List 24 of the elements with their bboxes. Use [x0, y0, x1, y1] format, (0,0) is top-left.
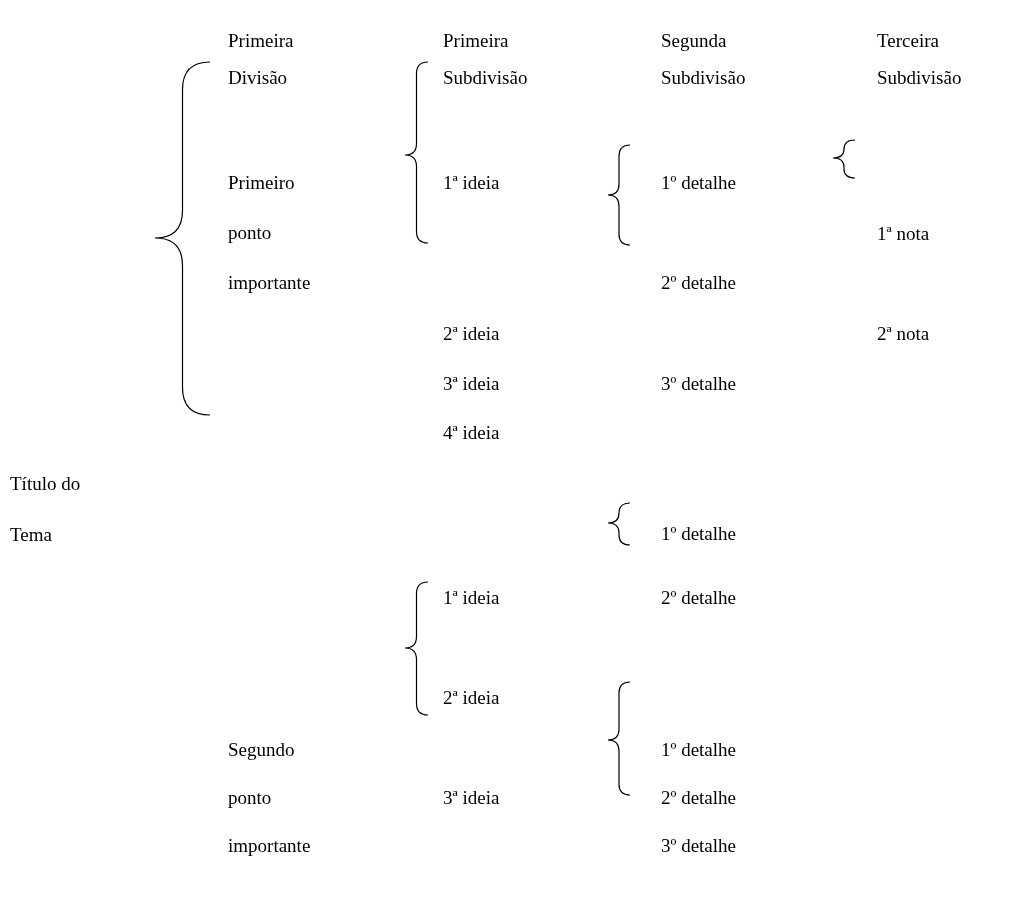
outline-text: 3º detalhe — [661, 834, 736, 858]
outline-text: 1ª ideia — [443, 586, 500, 610]
outline-text: Segundo ponto importante — [228, 738, 312, 858]
outline-text: Título do Tema — [10, 471, 82, 547]
outline-text: 1º detalhe — [661, 522, 736, 546]
outline-text: 3ª ideia — [443, 372, 500, 396]
outline-text: 3ª ideia — [443, 786, 500, 810]
outline-text: 3º detalhe — [661, 372, 736, 396]
outline-text: Primeiro ponto importante — [228, 171, 312, 295]
outline-text: Primeira Subdivisão — [443, 28, 529, 90]
outline-text: Segunda Subdivisão — [661, 28, 747, 90]
outline-text: Terceira Subdivisão — [877, 28, 963, 90]
outline-text: 2ª ideia — [443, 686, 500, 710]
outline-text: 2º detalhe — [661, 586, 736, 610]
outline-text: 1ª nota — [877, 222, 930, 246]
outline-text: 2ª ideia — [443, 322, 500, 346]
outline-text: Primeira Divisão — [228, 28, 295, 90]
outline-text: 2ª nota — [877, 322, 930, 346]
outline-text: 1º detalhe — [661, 738, 736, 762]
outline-text: 2º detalhe — [661, 786, 736, 810]
outline-text: 1º detalhe — [661, 171, 736, 195]
outline-text: 4ª ideia — [443, 421, 500, 445]
outline-text: 1ª ideia — [443, 171, 500, 195]
outline-text: 2º detalhe — [661, 271, 736, 295]
